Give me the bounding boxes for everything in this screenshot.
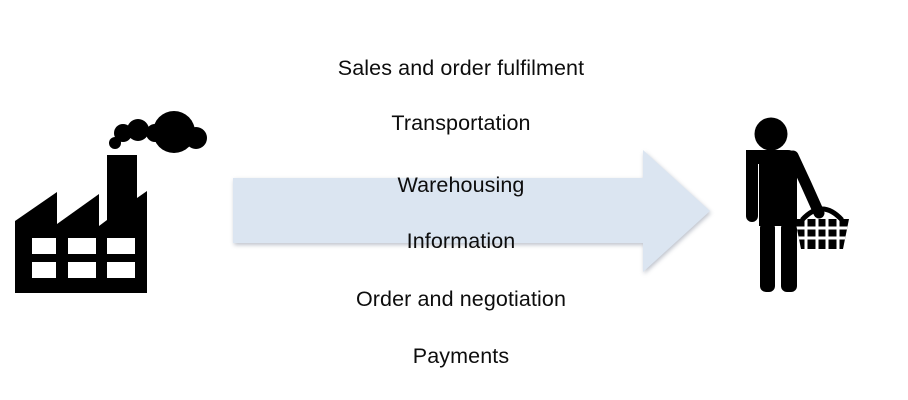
factory-building-shape bbox=[15, 155, 147, 293]
flow-label-warehousing: Warehousing bbox=[397, 173, 525, 197]
person-left-arm bbox=[746, 152, 758, 222]
shopping-basket bbox=[795, 219, 849, 249]
person-right-leg bbox=[781, 222, 797, 292]
flow-label-order-and-negotiation: Order and negotiation bbox=[355, 287, 567, 311]
person-right-arm bbox=[787, 150, 825, 219]
person-with-shopping-basket-icon bbox=[746, 117, 849, 292]
smoke-puff bbox=[153, 111, 195, 153]
factory-icon bbox=[15, 111, 207, 293]
basket-grid bbox=[795, 219, 849, 249]
arrow-shape bbox=[233, 150, 710, 272]
flow-label-payments: Payments bbox=[412, 344, 510, 368]
person-head bbox=[754, 117, 788, 151]
flow-label-transportation: Transportation bbox=[391, 111, 531, 135]
flow-label-sales-and-order-fulfilment: Sales and order fulfilment bbox=[337, 56, 585, 80]
person-hips bbox=[759, 214, 797, 226]
person-torso bbox=[759, 150, 797, 226]
factory-windows bbox=[32, 238, 135, 278]
flow-label-information: Information bbox=[406, 229, 516, 253]
right-arrow-icon bbox=[233, 150, 710, 272]
person-left-leg bbox=[760, 222, 775, 292]
smoke-puff bbox=[185, 127, 207, 149]
smoke-puff bbox=[127, 119, 149, 141]
